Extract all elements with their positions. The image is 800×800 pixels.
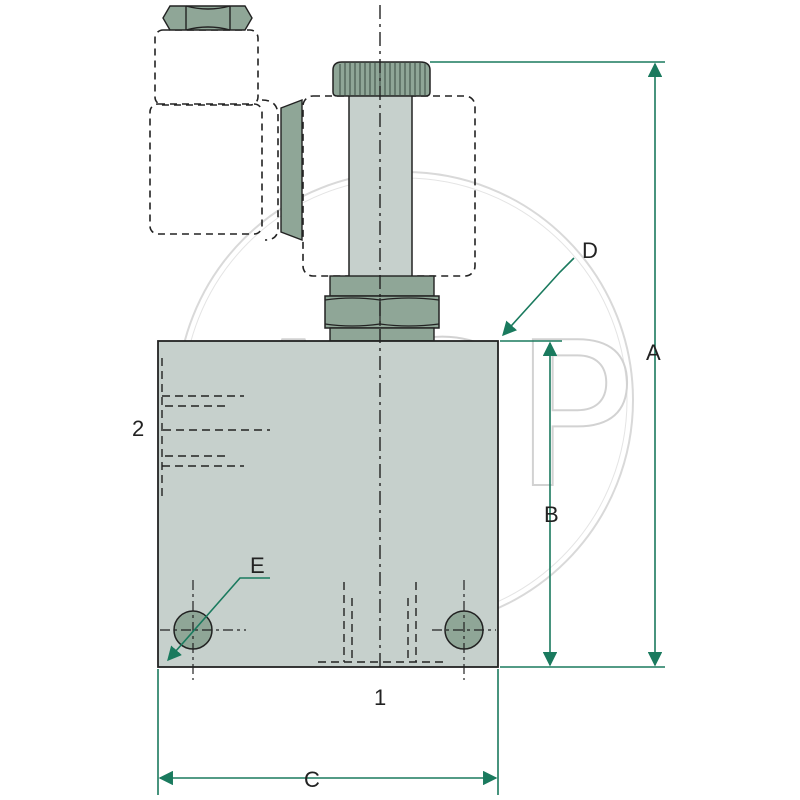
- label-d: D: [582, 238, 598, 263]
- dim-d-leader: [502, 257, 575, 337]
- port-1-bore: [318, 582, 446, 663]
- label-port-1: 1: [374, 685, 386, 710]
- knob: [332, 61, 431, 97]
- label-e: E: [250, 553, 265, 578]
- thread-collar: [329, 275, 435, 297]
- port-2-bore: [161, 358, 270, 500]
- valve-body: [157, 340, 499, 668]
- nut-washer: [329, 327, 435, 342]
- dimensions: [157, 61, 665, 795]
- label-b: B: [544, 502, 559, 527]
- mounting-hole-right: [432, 580, 496, 680]
- side-plug: [280, 98, 303, 242]
- dim-e-leader: [167, 577, 270, 662]
- phantom-hex-nut: [162, 5, 253, 31]
- label-a: A: [646, 340, 661, 365]
- label-port-2: 2: [132, 416, 144, 441]
- lock-nut: [324, 295, 440, 329]
- label-c: C: [304, 767, 320, 792]
